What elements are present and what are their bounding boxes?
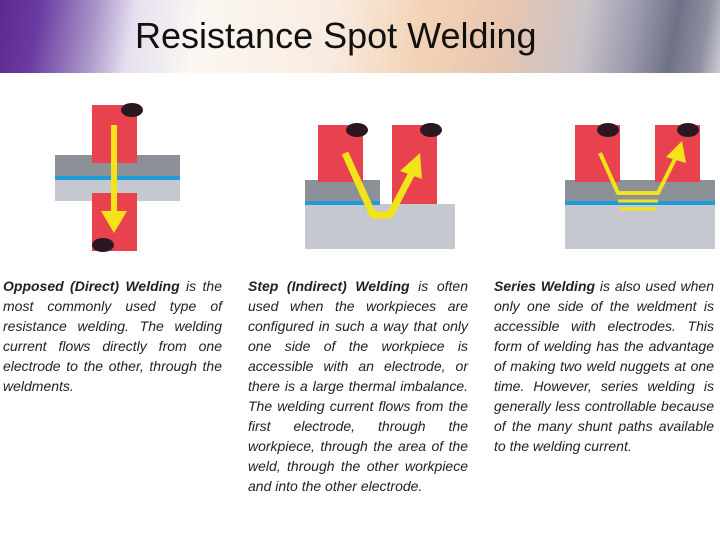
weld-interface [565, 201, 715, 205]
lower-electrode-tip [92, 238, 114, 252]
upper-workpiece [55, 155, 180, 177]
lower-workpiece [55, 179, 180, 201]
lower-workpiece [565, 204, 715, 249]
opposed-welding-caption: Opposed (Direct) Welding is the most com… [3, 276, 222, 396]
caption-body: is also used when only one side of the w… [494, 278, 714, 454]
current-path [341, 151, 416, 219]
right-electrode-tip [420, 123, 442, 137]
page-title: Resistance Spot Welding [135, 15, 537, 56]
opposed-welding-diagram [55, 103, 180, 252]
lower-workpiece [305, 204, 455, 249]
step-welding-diagram [305, 123, 455, 249]
right-electrode-tip [677, 123, 699, 137]
weld-interface [55, 176, 180, 180]
title-banner [0, 0, 720, 73]
caption-heading: Series Welding [494, 278, 596, 294]
current-path [598, 152, 678, 195]
step-welding-caption: Step (Indirect) Welding is often used wh… [248, 276, 468, 496]
caption-heading: Opposed (Direct) Welding [3, 278, 180, 294]
caption-body: is often used when the workpieces are co… [248, 278, 468, 494]
series-welding-caption: Series Welding is also used when only on… [494, 276, 714, 456]
weld-interface [305, 201, 380, 205]
current-arrow [400, 153, 422, 179]
left-electrode-tip [346, 123, 368, 137]
series-welding-diagram [565, 123, 715, 249]
current-arrow [101, 211, 127, 233]
caption-heading: Step (Indirect) Welding [248, 278, 410, 294]
upper-electrode-tip [121, 103, 143, 117]
left-electrode-tip [597, 123, 619, 137]
current-arrow [666, 141, 686, 163]
caption-body: is the most commonly used type of resist… [3, 278, 222, 394]
